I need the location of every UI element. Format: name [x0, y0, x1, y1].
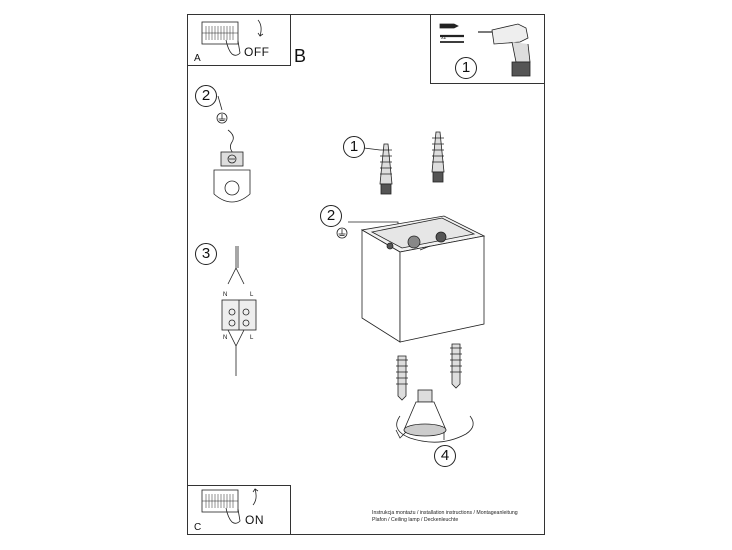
instruction-sheet — [187, 14, 545, 535]
cube-housing — [360, 215, 486, 343]
box-earth-symbol-icon — [336, 227, 348, 239]
rotate-arrow-icon — [395, 415, 474, 443]
panel-b-letter: B — [294, 46, 307, 66]
neutral-label-top: N — [223, 292, 228, 298]
switch-icon-off — [201, 21, 239, 45]
hand-icon-off — [225, 19, 264, 56]
screw-right-icon — [450, 343, 462, 389]
step-number-1-tools: 1 — [455, 57, 477, 79]
caption-line-2: Plafon / Ceiling lamp / Deckenleuchte — [372, 517, 459, 523]
step-number-1-dowels: 1 — [343, 136, 365, 158]
gu10-bulb-icon — [403, 389, 447, 437]
live-label-bottom: L — [250, 335, 254, 341]
step-number-2-box: 2 — [320, 205, 342, 227]
dowel-right-icon — [431, 131, 445, 183]
earth-symbol-icon — [216, 112, 228, 124]
switch-icon-on — [201, 489, 239, 513]
hand-icon-on — [225, 488, 259, 524]
earth-clamp-icon — [213, 151, 251, 203]
step-number-4: 4 — [434, 445, 456, 467]
off-label: OFF — [244, 45, 270, 59]
earth-wire — [227, 129, 235, 155]
dowel-count: x2 — [441, 35, 447, 41]
step-number-3: 3 — [195, 243, 217, 265]
leader-step1 — [363, 147, 381, 151]
dowel-left-icon — [379, 143, 393, 195]
caption: Instrukcja montażu / installation instru… — [372, 510, 518, 524]
caption-line-1: Instrukcja montażu / installation instru… — [372, 510, 518, 516]
on-label: ON — [245, 513, 264, 527]
screw-left-icon — [396, 355, 408, 401]
neutral-label-bottom: N — [223, 335, 228, 341]
live-label-top: L — [250, 292, 254, 298]
panel-c-letter: C — [194, 522, 202, 533]
wire-connector-icon — [221, 246, 257, 376]
panel-a-letter: A — [194, 53, 201, 64]
dowel-icon — [439, 23, 464, 43]
drill-icon — [478, 23, 531, 77]
step-number-2: 2 — [195, 85, 217, 107]
leader-step2 — [217, 95, 223, 111]
